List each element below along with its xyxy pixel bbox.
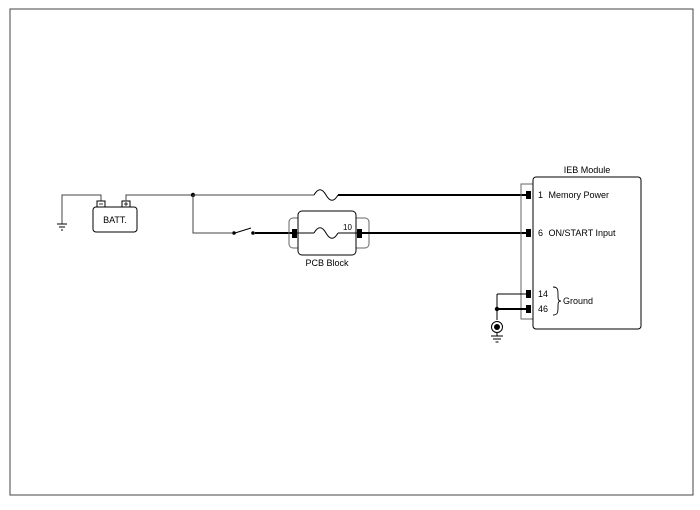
module-pin-number: 6 <box>538 228 543 238</box>
module-pin-terminal <box>526 191 531 199</box>
ground-pin-number: 14 <box>538 289 548 299</box>
ignition-switch-icon <box>234 227 252 234</box>
chassis-ground-icon <box>491 321 503 333</box>
battery-positive-wire <box>125 194 193 201</box>
pcb-pin-number: 10 <box>343 223 352 232</box>
diagram-frame <box>9 8 694 496</box>
battery-ground <box>57 194 102 231</box>
chassis-ground-circuit <box>491 293 528 343</box>
memory-power-circuit <box>193 189 528 201</box>
ieb-module: IEB Module 1 Memory Power 6 ON/START Inp… <box>520 165 642 330</box>
ignition-circuit <box>192 195 292 235</box>
module-ground-terminal <box>526 305 531 313</box>
pcb-fuse-icon <box>313 227 339 239</box>
module-connector-outline <box>520 183 534 320</box>
module-pin-label: 6 ON/START Input <box>538 228 616 238</box>
module-pin-name: Memory Power <box>549 190 610 200</box>
module-pin-label: 1 Memory Power <box>538 190 609 200</box>
ground-pin-number: 46 <box>538 304 548 314</box>
pcb-right-terminal <box>357 229 362 238</box>
module-pin-name: ON/START Input <box>549 228 617 238</box>
ground-junction-dot <box>494 306 500 312</box>
module-pin-number: 1 <box>538 190 543 200</box>
pcb-block: 10 PCB Block <box>288 210 370 268</box>
module-ground-terminal <box>526 290 531 298</box>
module-box <box>532 176 642 330</box>
battery: BATT. <box>92 200 138 233</box>
module-pin-terminal <box>526 229 531 237</box>
battery-label: BATT. <box>103 215 127 225</box>
fuse-icon <box>313 189 339 201</box>
module-title: IEB Module <box>564 165 611 175</box>
pcb-left-terminal <box>292 229 297 238</box>
ground-brace <box>552 286 562 316</box>
ground-label: Ground <box>563 296 593 306</box>
pcb-block-label: PCB Block <box>305 258 349 268</box>
